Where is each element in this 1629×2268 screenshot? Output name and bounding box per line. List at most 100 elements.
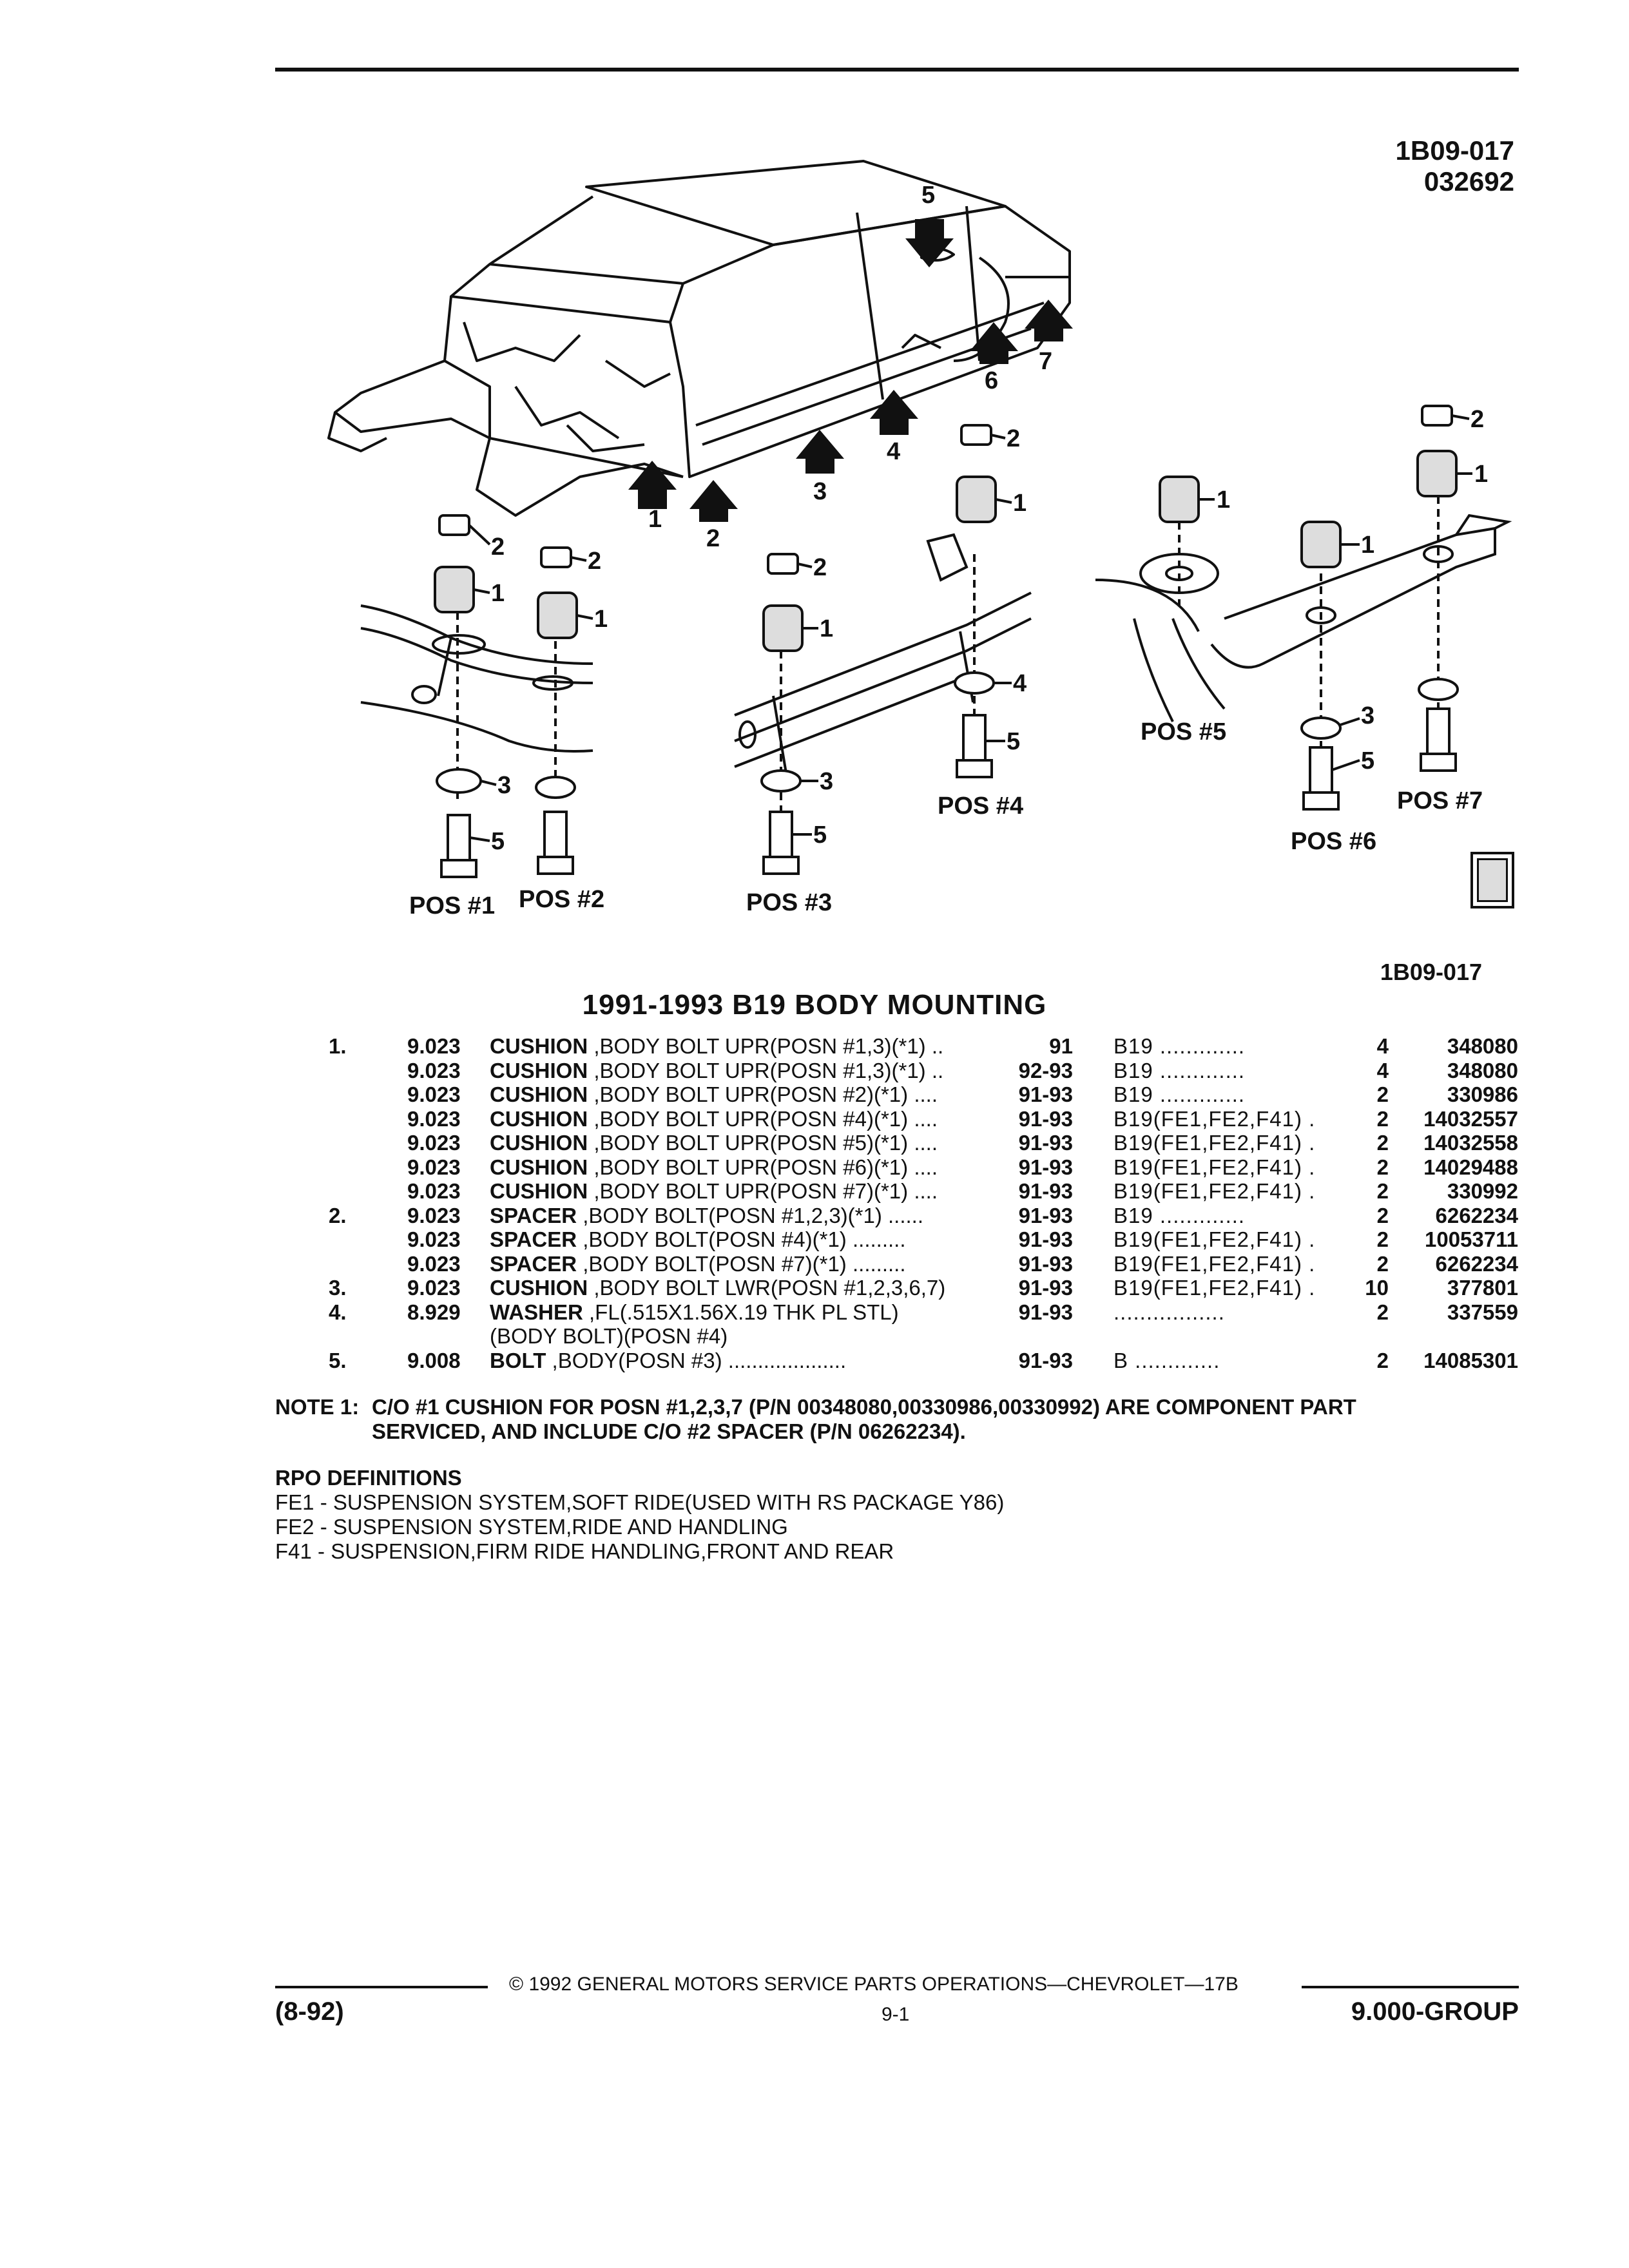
group-number: 9.023 xyxy=(407,1251,461,1276)
part-number: 348080 xyxy=(1447,1058,1518,1082)
model-years: 91-93 xyxy=(1018,1227,1073,1251)
arrow-pos-4-icon xyxy=(870,390,918,435)
item-number: 3. xyxy=(329,1276,347,1300)
figure-id: 1B09-017 xyxy=(1395,135,1514,166)
model-code: B19(FE1,FE2,F41) . xyxy=(1113,1251,1316,1276)
callout-1-pos7: 1 xyxy=(1474,461,1489,488)
callout-1-pos5: 1 xyxy=(1217,486,1231,514)
model-years: 91-93 xyxy=(1018,1300,1073,1324)
callout-6-car: 6 xyxy=(985,367,999,394)
part-name: CUSHION xyxy=(490,1082,588,1106)
mount-arrows xyxy=(628,219,1073,522)
quantity: 2 xyxy=(1376,1300,1389,1324)
part-description: CUSHION ,BODY BOLT UPR(POSN #2)(*1) .... xyxy=(490,1082,938,1107)
quantity: 2 xyxy=(1376,1179,1389,1203)
pos-label-6: POS #6 xyxy=(1291,828,1377,855)
part-detail: ,BODY BOLT(POSN #1,2,3)(*1) xyxy=(577,1203,882,1227)
part-description: CUSHION ,BODY BOLT LWR(POSN #1,2,3,6,7) xyxy=(490,1276,945,1300)
part-description: (BODY BOLT)(POSN #4) xyxy=(490,1324,728,1349)
pos-label-2: POS #2 xyxy=(519,886,605,913)
part-name: CUSHION xyxy=(490,1155,588,1179)
part-detail: ,BODY(POSN #3) xyxy=(546,1348,722,1372)
pos-label-4: POS #4 xyxy=(938,793,1024,820)
group-number: 9.023 xyxy=(407,1179,461,1203)
group-number: 9.008 xyxy=(407,1348,461,1372)
callout-7-car: 7 xyxy=(1039,348,1053,375)
model-code: B19(FE1,FE2,F41) . xyxy=(1113,1276,1316,1300)
group-number: 9.023 xyxy=(407,1203,461,1227)
callout-1-pos2: 1 xyxy=(594,606,608,633)
washer-icon xyxy=(436,671,1459,799)
part-name: SPACER xyxy=(490,1227,577,1251)
pos-label-5: POS #5 xyxy=(1141,718,1227,745)
callout-5-pos3: 5 xyxy=(813,822,827,849)
group-number: 9.023 xyxy=(407,1227,461,1251)
quantity: 2 xyxy=(1376,1348,1389,1372)
note-line-1: C/O #1 CUSHION FOR POSN #1,2,3,7 (P/N 00… xyxy=(372,1395,1356,1419)
model-code: ................. xyxy=(1113,1300,1225,1324)
gm-spo-logo xyxy=(1470,852,1514,908)
quantity: 2 xyxy=(1376,1203,1389,1227)
leader-dots: .... xyxy=(908,1082,938,1106)
group-number: 9.023 xyxy=(407,1082,461,1106)
model-code: B ............. xyxy=(1113,1348,1220,1372)
part-description: BOLT ,BODY(POSN #3) .................... xyxy=(490,1349,846,1373)
leader-lines xyxy=(468,414,1472,842)
callout-1-pos4: 1 xyxy=(1013,490,1027,517)
part-description: SPACER ,BODY BOLT(POSN #1,2,3)(*1) .....… xyxy=(490,1204,923,1228)
part-description: CUSHION ,BODY BOLT UPR(POSN #5)(*1) .... xyxy=(490,1131,938,1155)
rpo-title: RPO DEFINITIONS xyxy=(275,1466,462,1490)
item-number: 5. xyxy=(329,1348,347,1372)
model-code: B19(FE1,FE2,F41) . xyxy=(1113,1155,1316,1179)
callout-5-top: 5 xyxy=(921,182,936,209)
part-name: CUSHION xyxy=(490,1179,588,1203)
part-detail: ,BODY BOLT(POSN #4)(*1) xyxy=(577,1227,847,1251)
rpo-item-fe1: FE1 - SUSPENSION SYSTEM,SOFT RIDE(USED W… xyxy=(275,1490,1005,1514)
model-code: B19 ............. xyxy=(1113,1058,1246,1082)
note-line-2: SERVICED, AND INCLUDE C/O #2 SPACER (P/N… xyxy=(372,1419,966,1443)
quantity: 2 xyxy=(1376,1082,1389,1106)
quantity: 2 xyxy=(1376,1131,1389,1155)
item-number: 2. xyxy=(329,1203,347,1227)
part-name: CUSHION xyxy=(490,1058,588,1082)
model-code: B19(FE1,FE2,F41) . xyxy=(1113,1227,1316,1251)
part-detail: ,BODY BOLT UPR(POSN #6)(*1) xyxy=(588,1155,909,1179)
callout-3-pos1: 3 xyxy=(497,772,512,799)
callout-1-pos1: 1 xyxy=(491,580,505,607)
spacer-icon xyxy=(438,405,1453,575)
callout-4-car: 4 xyxy=(887,438,901,465)
model-years: 91-93 xyxy=(1018,1348,1073,1372)
callout-5-pos4: 5 xyxy=(1007,728,1021,755)
quantity: 2 xyxy=(1376,1251,1389,1276)
arrow-pos-1-icon xyxy=(628,461,677,509)
model-years: 91 xyxy=(1049,1034,1073,1058)
top-rule xyxy=(275,68,1519,72)
arrow-pos-7-icon xyxy=(1025,300,1073,341)
leader-dots: .. xyxy=(925,1058,944,1082)
callout-5-pos1: 5 xyxy=(491,828,505,855)
arrow-pos-5-icon xyxy=(905,219,954,267)
part-description: CUSHION ,BODY BOLT UPR(POSN #7)(*1) .... xyxy=(490,1179,938,1204)
part-number: 348080 xyxy=(1447,1034,1518,1058)
body-mount-diagram xyxy=(327,160,1512,878)
rpo-item-fe2: FE2 - SUSPENSION SYSTEM,RIDE AND HANDLIN… xyxy=(275,1515,788,1539)
part-description: WASHER ,FL(.515X1.56X.19 THK PL STL) xyxy=(490,1300,899,1325)
part-detail: ,BODY BOLT UPR(POSN #7)(*1) xyxy=(588,1179,909,1203)
group-number: 8.929 xyxy=(407,1300,461,1324)
part-description: SPACER ,BODY BOLT(POSN #4)(*1) ......... xyxy=(490,1227,906,1252)
part-detail: ,BODY BOLT(POSN #7)(*1) xyxy=(577,1251,847,1276)
part-name: CUSHION xyxy=(490,1276,588,1300)
model-code: B19 ............. xyxy=(1113,1034,1246,1058)
part-detail: ,BODY BOLT LWR(POSN #1,2,3,6,7) xyxy=(588,1276,946,1300)
part-name: CUSHION xyxy=(490,1131,588,1155)
model-code: B19(FE1,FE2,F41) . xyxy=(1113,1106,1316,1131)
model-years: 91-93 xyxy=(1018,1082,1073,1106)
pos-1-2-assembly xyxy=(360,599,593,799)
